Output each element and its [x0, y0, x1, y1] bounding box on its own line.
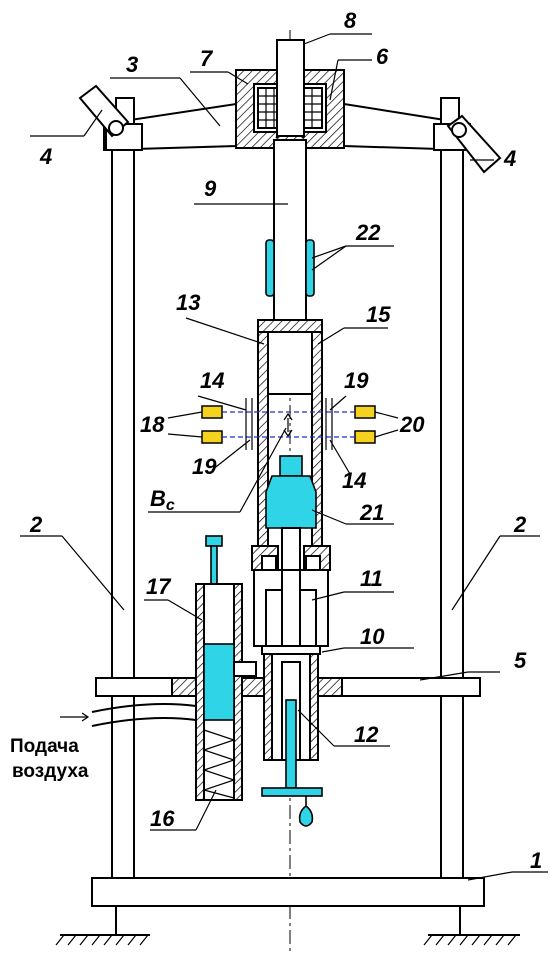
- label-19-right: 19: [344, 368, 369, 393]
- label-13: 13: [176, 290, 200, 315]
- label-22: 22: [355, 220, 381, 245]
- label-8: 8: [344, 8, 357, 33]
- air-supply-line2: воздуха: [12, 761, 89, 782]
- left-sensor-bottom: [201, 430, 223, 444]
- label-5: 5: [514, 648, 527, 673]
- base-frame: [55, 877, 520, 946]
- top-rod: [276, 39, 305, 137]
- label-16: 16: [150, 806, 175, 831]
- air-supply-line1: Подача: [10, 736, 79, 757]
- left-column: [111, 147, 135, 879]
- air-hose: [60, 703, 197, 727]
- label-11: 11: [360, 566, 383, 591]
- bc-label: Bc: [150, 486, 175, 514]
- windows: [245, 398, 333, 450]
- air-cylinder: [195, 535, 257, 801]
- label-19-left: 19: [192, 454, 217, 479]
- label-3: 3: [126, 52, 138, 77]
- right-ring: [305, 239, 315, 297]
- label-1: 1: [530, 848, 542, 873]
- label-17: 17: [146, 574, 172, 599]
- label-14-left: 14: [200, 368, 224, 393]
- label-4-left: 4: [39, 144, 52, 169]
- right-sensor-bottom: [354, 430, 376, 444]
- left-sensor-top: [201, 405, 223, 419]
- right-clamp-handle: [446, 114, 502, 174]
- label-10: 10: [360, 624, 385, 649]
- label-9: 9: [204, 176, 217, 201]
- right-column: [440, 147, 464, 879]
- label-6: 6: [376, 44, 389, 69]
- label-15: 15: [366, 302, 391, 327]
- right-sensor-top: [354, 405, 376, 419]
- label-12: 12: [354, 722, 379, 747]
- label-18: 18: [140, 412, 165, 437]
- leader-lines: [20, 33, 548, 881]
- lower-cylinder: [261, 653, 323, 827]
- left-clamp-handle: [78, 84, 130, 138]
- label-4-right: 4: [503, 146, 516, 171]
- label-21: 21: [359, 500, 384, 525]
- bearing-housing: [251, 545, 331, 655]
- upper-rod: [273, 139, 307, 321]
- label-14-right: 14: [342, 468, 366, 493]
- left-ring: [265, 239, 275, 297]
- label-7: 7: [200, 46, 214, 71]
- label-2-right: 2: [513, 512, 527, 537]
- label-2-left: 2: [29, 512, 43, 537]
- label-20: 20: [399, 412, 425, 437]
